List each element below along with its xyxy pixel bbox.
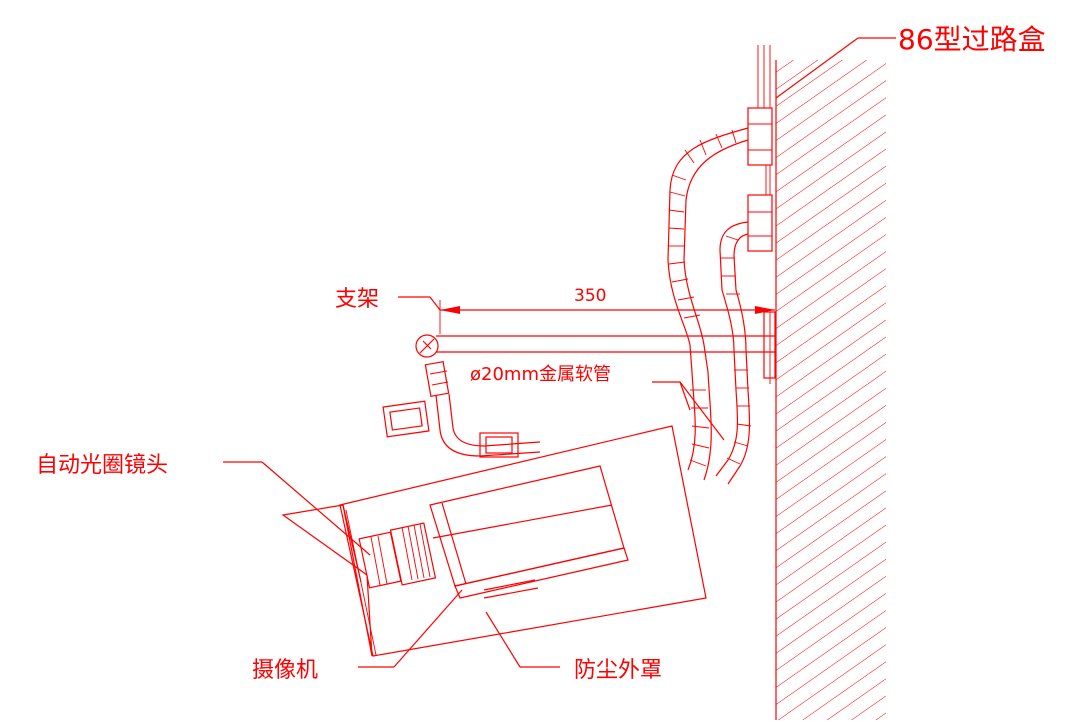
auto-iris-lens bbox=[358, 522, 437, 589]
junction-box-label: 86型过路盒 bbox=[898, 23, 1046, 56]
bracket bbox=[382, 311, 776, 458]
auto-iris-lens-label: 自动光圈镜头 bbox=[36, 453, 168, 478]
junction-box-upper bbox=[747, 107, 773, 166]
flexible-conduit bbox=[667, 127, 752, 485]
junction-box-lower bbox=[747, 194, 773, 252]
camera-leader bbox=[358, 589, 463, 668]
dust-cover-leader bbox=[485, 611, 560, 668]
dimension-label: 350 bbox=[574, 286, 606, 306]
wall bbox=[757, 45, 886, 720]
conduit-leader bbox=[652, 381, 725, 441]
bracket-label: 支架 bbox=[335, 287, 379, 312]
dust-cover-label: 防尘外罩 bbox=[574, 658, 662, 683]
conduit-label: ø20mm金属软管 bbox=[470, 364, 611, 385]
camera-housing bbox=[281, 425, 707, 657]
camera-label: 摄像机 bbox=[252, 658, 318, 683]
dimension-350 bbox=[398, 296, 775, 334]
junction-box-leader bbox=[775, 37, 896, 99]
lens-leader bbox=[223, 461, 371, 556]
camera-body bbox=[429, 465, 629, 599]
